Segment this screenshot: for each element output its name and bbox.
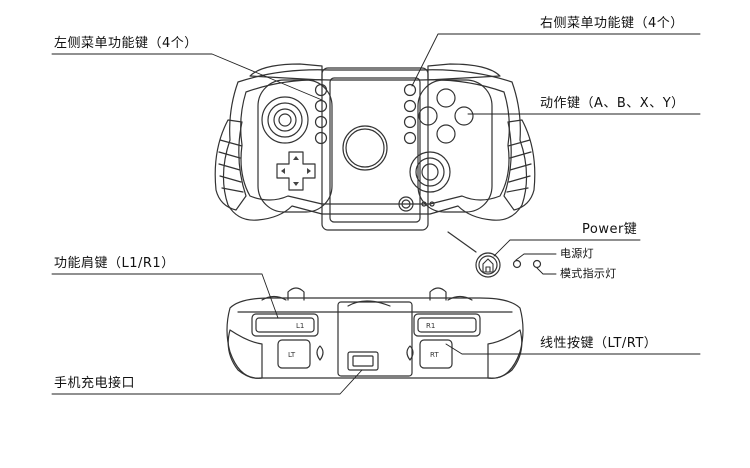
center-button (342, 125, 388, 171)
label-power-light: 电源灯 (560, 247, 594, 260)
action-buttons (418, 88, 474, 144)
charge-port (347, 351, 379, 371)
label-left-menu: 左侧菜单功能键（4个） (54, 36, 198, 51)
left-menu-buttons (314, 83, 328, 145)
rt-button (419, 339, 453, 369)
right-menu-buttons (403, 83, 417, 145)
label-right-menu: 右侧菜单功能键（4个） (540, 16, 684, 31)
lt-mark: LT (288, 351, 296, 359)
right-grip (503, 119, 536, 211)
power-button-top (398, 196, 414, 212)
lt-button (277, 339, 311, 369)
bottom-body (226, 297, 524, 379)
controller-body (222, 69, 528, 221)
left-grip (214, 119, 247, 211)
right-analog-stick (409, 151, 451, 193)
left-panel (257, 79, 333, 213)
power-button-zoom (475, 252, 501, 278)
bottom-view (226, 287, 524, 379)
label-trigger: 线性按键（LT/RT） (540, 336, 658, 351)
label-mode-light: 模式指示灯 (560, 267, 617, 280)
power-led-zoom (512, 259, 522, 269)
label-shoulder: 功能肩键（L1/R1） (54, 256, 175, 271)
label-power: Power键 (582, 222, 638, 237)
l1-button (251, 313, 319, 337)
center-module (321, 67, 429, 231)
rt-mark: RT (430, 351, 439, 359)
right-panel (417, 79, 493, 213)
power-callout (447, 231, 542, 278)
left-analog-stick (261, 96, 309, 144)
r1-button (413, 313, 481, 337)
mode-led-zoom (532, 259, 542, 269)
r1-mark: R1 (426, 322, 435, 330)
label-action-buttons: 动作键（A、B、X、Y） (540, 96, 685, 111)
l1-mark: L1 (296, 322, 304, 330)
top-view (214, 63, 536, 231)
label-charge-port: 手机充电接口 (54, 376, 136, 391)
leader-lines (51, 33, 701, 395)
dpad (276, 151, 316, 191)
